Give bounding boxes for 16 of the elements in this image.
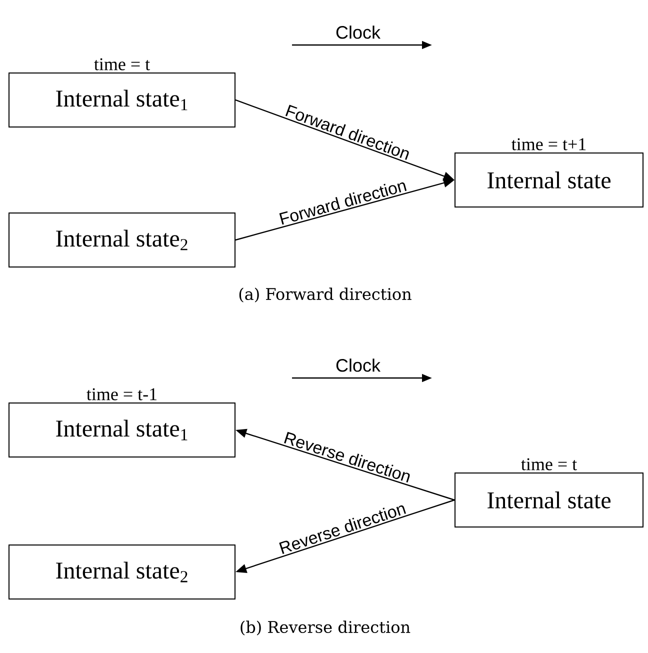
state-box: Internal state$_{2}$ — [8, 212, 236, 268]
caption: (b) Reverse direction — [240, 620, 410, 636]
state-box: Internal state$_{1}$ — [8, 72, 236, 128]
time-label: time = t — [94, 58, 150, 70]
clock-label: Clock — [336, 358, 381, 372]
state-box: Internal state — [454, 152, 644, 208]
clock-label: Clock — [336, 26, 381, 39]
state-box: Internal state — [454, 472, 644, 528]
edge-label: Reverse direction — [279, 505, 406, 554]
state-box: Internal state$_{1}$ — [8, 402, 236, 458]
edge-label: Forward direction — [279, 182, 407, 225]
time-label: time = t — [521, 458, 577, 470]
time-label: time = t-1 — [86, 388, 156, 400]
state-box: Internal state$_{2}$ — [8, 544, 236, 600]
time-label: time = t+1 — [512, 138, 586, 150]
caption: (a) Forward direction — [239, 288, 412, 302]
